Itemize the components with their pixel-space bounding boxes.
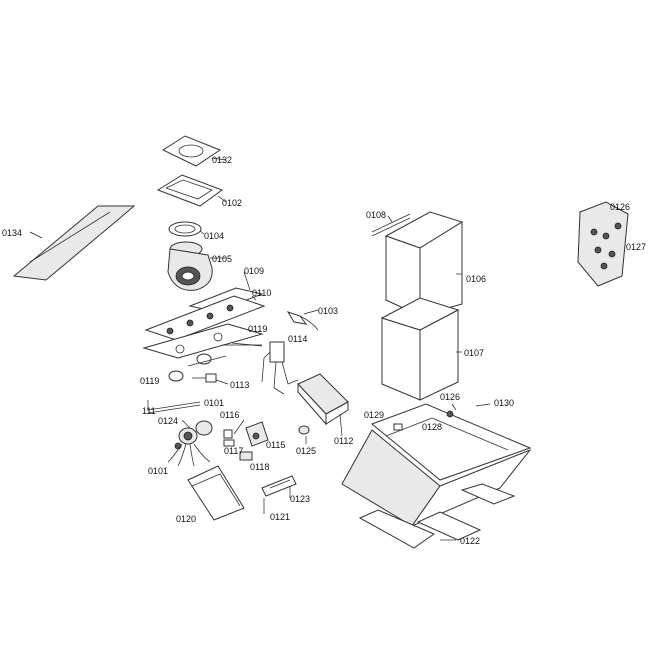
label-0119-upper: 0119 bbox=[248, 324, 267, 334]
label-0134: 0134 bbox=[2, 228, 22, 238]
label-0102: 0102 bbox=[222, 198, 242, 208]
label-0115: 0115 bbox=[266, 440, 285, 450]
part-0108 bbox=[371, 213, 411, 237]
label-0105: 0105 bbox=[212, 254, 232, 264]
part-0102-bracket bbox=[156, 174, 227, 207]
part-labels: 0132 0102 0104 0105 0109 0110 0103 0119 … bbox=[2, 155, 646, 546]
part-0115 bbox=[245, 421, 269, 447]
part-light-panel bbox=[142, 323, 264, 359]
part-0132-flange-plate bbox=[161, 135, 227, 167]
part-0107-chimney-lower bbox=[380, 297, 462, 401]
label-0126: 0126 bbox=[610, 202, 630, 212]
part-0114-wiring bbox=[261, 341, 299, 395]
part-lamps bbox=[168, 344, 262, 382]
label-0114: 0114 bbox=[288, 334, 307, 344]
label-0120: 0120 bbox=[176, 514, 196, 524]
label-0129: 0129 bbox=[364, 410, 384, 420]
part-0121-0123 bbox=[261, 475, 297, 514]
label-0122: 0122 bbox=[460, 536, 480, 546]
part-0124-knobs bbox=[174, 419, 213, 450]
label-0121: 0121 bbox=[270, 512, 290, 522]
label-0117: 0117 bbox=[224, 446, 243, 456]
label-0128: 0126 bbox=[440, 392, 460, 402]
label-0113: 0113 bbox=[230, 380, 249, 390]
part-0106-chimney-upper bbox=[384, 211, 464, 317]
label-0124: 0124 bbox=[158, 416, 178, 426]
part-0103 bbox=[286, 309, 319, 331]
part-0109-0110-plates bbox=[144, 271, 266, 341]
part-0113 bbox=[192, 373, 229, 385]
label-0103: 0103 bbox=[318, 306, 338, 316]
part-0120-tray bbox=[187, 465, 245, 521]
label-0104: 0104 bbox=[204, 231, 224, 241]
part-0129-0128 bbox=[393, 403, 457, 431]
label-0116: 0116 bbox=[220, 410, 239, 420]
part-0105-blower bbox=[167, 241, 226, 291]
part-0104-ring bbox=[168, 221, 205, 237]
label-0101-lower: 0101 bbox=[148, 466, 168, 476]
label-0106: 0106 bbox=[466, 274, 486, 284]
part-0130-hood bbox=[341, 403, 532, 528]
part-harness-wires bbox=[167, 443, 211, 467]
part-0125 bbox=[298, 425, 310, 444]
label-0108: 0108 bbox=[366, 210, 386, 220]
part-0112-box bbox=[297, 373, 349, 437]
label-0127: 0127 bbox=[626, 242, 646, 252]
label-0132: 0132 bbox=[212, 155, 232, 165]
label-0129-second: 0128 bbox=[422, 422, 442, 432]
part-111-rail bbox=[147, 400, 201, 414]
label-0125: 0125 bbox=[296, 446, 316, 456]
label-0123: 0123 bbox=[290, 494, 310, 504]
label-0118: 0118 bbox=[250, 462, 269, 472]
part-0126-0127-panel bbox=[577, 201, 629, 287]
label-0119-lower: 0119 bbox=[140, 376, 159, 386]
label-0112: 0112 bbox=[334, 436, 353, 446]
label-0107: 0107 bbox=[464, 348, 484, 358]
label-0110: 0110 bbox=[252, 288, 271, 298]
part-0122-filters bbox=[358, 483, 516, 549]
part-0134-glass bbox=[12, 205, 136, 281]
part-0116-0118-small bbox=[223, 419, 253, 461]
label-0101-upper: 0101 bbox=[204, 398, 224, 408]
label-0130: 0130 bbox=[494, 398, 514, 408]
label-111: 111 bbox=[142, 406, 156, 416]
label-0109: 0109 bbox=[244, 266, 264, 276]
